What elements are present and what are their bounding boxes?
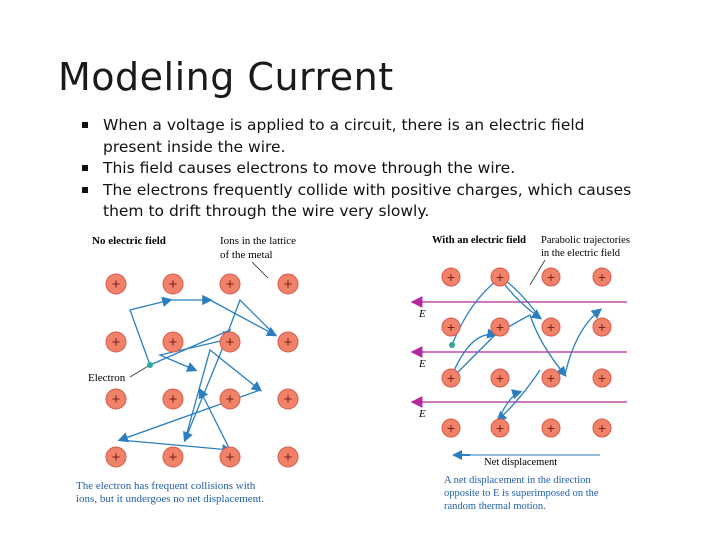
ion: + (277, 388, 299, 410)
net-displacement-arrowhead (452, 450, 462, 460)
ion: + (277, 446, 299, 468)
ion: + (592, 317, 612, 337)
ion: + (490, 418, 510, 438)
ion: + (490, 368, 510, 388)
ion: + (441, 267, 461, 287)
ion: + (592, 368, 612, 388)
left-ion-grid: + + + + + + + + + + + + + + + + (105, 273, 299, 468)
ion: + (592, 418, 612, 438)
svg-text:+: + (447, 269, 455, 285)
svg-text:+: + (547, 269, 555, 285)
svg-text:+: + (496, 420, 504, 436)
svg-text:+: + (547, 319, 555, 335)
right-panel: With an electric field Parabolic traject… (410, 235, 630, 512)
bullet-item: This field causes electrons to move thro… (78, 158, 638, 180)
slide-title: Modeling Current (58, 55, 394, 99)
ion: + (490, 267, 510, 287)
left-caption-line1: The electron has frequent collisions wit… (76, 480, 256, 492)
right-caption-line2: opposite to E is superimposed on the (444, 488, 599, 499)
ion: + (541, 317, 561, 337)
ion: + (162, 388, 184, 410)
svg-text:+: + (598, 370, 606, 386)
svg-text:+: + (169, 334, 178, 351)
ion: + (441, 317, 461, 337)
bullet-item: The electrons frequently collide with po… (78, 180, 638, 223)
ion: + (162, 446, 184, 468)
field-label-e1: E (418, 308, 426, 320)
ions-label-line2: of the metal (220, 249, 273, 261)
left-header: No electric field (92, 235, 166, 247)
svg-text:+: + (226, 276, 235, 293)
svg-text:+: + (598, 420, 606, 436)
ion: + (162, 331, 184, 353)
svg-text:+: + (226, 449, 235, 466)
net-displacement-label: Net displacement (484, 457, 557, 468)
svg-text:+: + (447, 420, 455, 436)
ions-label-line1: Ions in the lattice (220, 235, 296, 247)
svg-text:+: + (547, 420, 555, 436)
ion: + (219, 331, 241, 353)
ion: + (277, 331, 299, 353)
electron-dot (449, 342, 455, 348)
trajectories-label-line2: in the electric field (541, 248, 621, 259)
svg-text:+: + (284, 391, 293, 408)
ion: + (219, 388, 241, 410)
ion: + (219, 273, 241, 295)
svg-text:+: + (112, 276, 121, 293)
left-caption-line2: ions, but it undergoes no net displaceme… (76, 493, 264, 505)
ion: + (105, 331, 127, 353)
field-label-e2: E (418, 358, 426, 370)
svg-text:+: + (284, 449, 293, 466)
ion: + (541, 418, 561, 438)
ions-pointer (251, 261, 269, 279)
svg-text:+: + (598, 269, 606, 285)
svg-text:+: + (112, 449, 121, 466)
svg-text:+: + (112, 391, 121, 408)
svg-text:+: + (598, 319, 606, 335)
ion: + (592, 267, 612, 287)
right-header: With an electric field (432, 235, 526, 246)
svg-text:+: + (226, 391, 235, 408)
svg-text:+: + (284, 334, 293, 351)
ion: + (277, 273, 299, 295)
svg-text:+: + (169, 449, 178, 466)
svg-text:+: + (496, 269, 504, 285)
field-lines (410, 296, 627, 408)
ion: + (490, 317, 510, 337)
electron-label: Electron (88, 372, 126, 384)
ion: + (441, 368, 461, 388)
svg-text:+: + (112, 334, 121, 351)
trajectories-pointer (529, 259, 546, 286)
svg-text:+: + (547, 370, 555, 386)
left-panel: No electric field Ions in the lattice of… (76, 235, 299, 505)
ion: + (162, 273, 184, 295)
right-ion-grid: + + + + + + + + + + + + + + + + (441, 267, 612, 438)
ion: + (541, 267, 561, 287)
electron-dot (147, 362, 153, 368)
parabolic-path (448, 273, 603, 422)
field-label-e3: E (418, 408, 426, 420)
svg-text:+: + (284, 276, 293, 293)
ion: + (219, 446, 241, 468)
bullet-item: When a voltage is applied to a circuit, … (78, 115, 638, 158)
bullet-list: When a voltage is applied to a circuit, … (78, 115, 638, 223)
ion: + (105, 446, 127, 468)
svg-text:+: + (496, 370, 504, 386)
trajectories-label-line1: Parabolic trajectories (541, 235, 630, 246)
right-caption-line1: A net displacement in the direction (444, 475, 591, 486)
svg-text:+: + (169, 276, 178, 293)
svg-text:+: + (169, 391, 178, 408)
random-path (117, 294, 278, 455)
svg-text:+: + (447, 319, 455, 335)
ion: + (105, 273, 127, 295)
svg-text:+: + (496, 319, 504, 335)
ion: + (541, 368, 561, 388)
ion: + (441, 418, 461, 438)
svg-text:+: + (226, 334, 235, 351)
right-caption-line3: random thermal motion. (444, 501, 546, 512)
ion: + (105, 388, 127, 410)
svg-text:+: + (447, 370, 455, 386)
electron-pointer (129, 364, 151, 378)
